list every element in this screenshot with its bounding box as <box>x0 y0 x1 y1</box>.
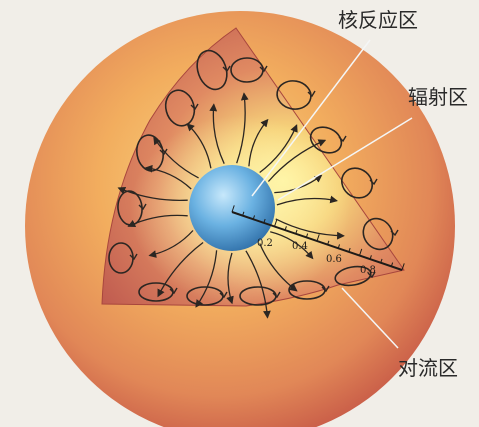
scale-tick-label: 0.6 <box>326 254 342 265</box>
convective-zone-label: 对流区 <box>398 358 458 378</box>
scale-tick-label: 0.2 <box>257 238 273 249</box>
scale-tick-label: 0.4 <box>292 241 308 252</box>
scale-tick-label: 0.8 <box>360 265 376 276</box>
radiative-zone-label: 辐射区 <box>408 87 468 107</box>
core-zone-label: 核反应区 <box>338 10 418 30</box>
